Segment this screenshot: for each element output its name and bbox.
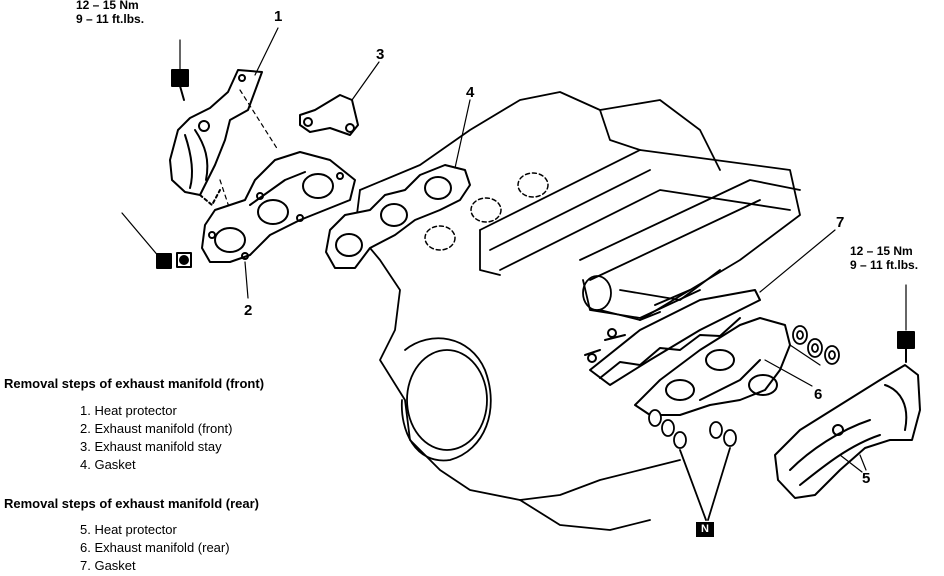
callout-4: 4 — [466, 84, 475, 101]
front-step-3: 3. Exhaust manifold stay — [80, 439, 222, 454]
intake-manifold — [479, 149, 801, 321]
callout-7: 7 — [836, 214, 845, 231]
torque-spec-right: 12 – 15 Nm 9 – 11 ft.lbs. — [850, 244, 918, 272]
leader-lines — [244, 27, 867, 471]
front-step-2: 2. Exhaust manifold (front) — [80, 421, 233, 436]
engine-block-outline — [354, 91, 721, 531]
exhaust-manifold-rear — [634, 317, 821, 416]
heat-protector-front — [169, 69, 263, 206]
rear-step-7: 7. Gasket — [80, 558, 136, 573]
torque-spec-top: 12 – 15 Nm 9 – 11 ft.lbs. — [76, 0, 144, 26]
callout-1: 1 — [274, 8, 283, 25]
bolt-right — [897, 284, 915, 363]
badge-n: N — [696, 522, 714, 537]
torque-nm-top: 12 – 15 Nm — [76, 0, 139, 12]
callout-2: 2 — [244, 302, 253, 319]
callout-5: 5 — [862, 470, 871, 487]
torque-ftlbs-right: 9 – 11 ft.lbs. — [850, 258, 919, 272]
heat-protector-rear — [774, 364, 921, 499]
front-step-1: 1. Heat protector — [80, 403, 177, 418]
bolt-top — [171, 39, 189, 101]
nuts-front — [121, 212, 192, 269]
torque-nm-right: 12 – 15 Nm — [850, 244, 913, 258]
exhaust-manifold-stay — [299, 94, 359, 136]
gasket-front — [325, 164, 471, 269]
head-exhaust-ports — [424, 172, 549, 251]
nuts-rear — [648, 325, 840, 521]
rear-step-5: 5. Heat protector — [80, 522, 177, 537]
callout-3: 3 — [376, 46, 385, 63]
front-step-4: 4. Gasket — [80, 457, 136, 472]
exhaust-manifold-front — [201, 151, 356, 263]
gasket-rear — [584, 229, 836, 386]
front-removal-heading: Removal steps of exhaust manifold (front… — [4, 376, 265, 391]
torque-ftlbs-top: 9 – 11 ft.lbs. — [76, 12, 145, 26]
rear-removal-heading: Removal steps of exhaust manifold (rear) — [4, 496, 260, 511]
rear-step-6: 6. Exhaust manifold (rear) — [80, 540, 230, 555]
callout-6: 6 — [814, 386, 823, 403]
